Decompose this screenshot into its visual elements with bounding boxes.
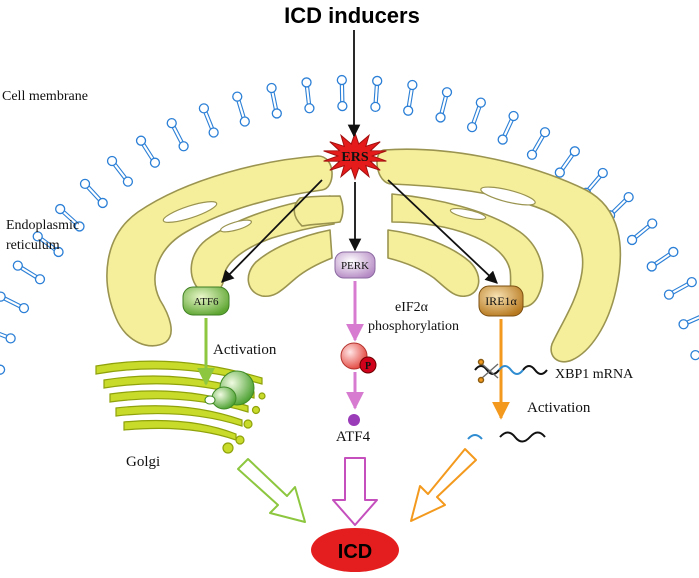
phospholipid bbox=[370, 75, 383, 113]
golgi-apparatus bbox=[95, 360, 266, 454]
golgi-label: Golgi bbox=[126, 454, 160, 470]
atf4-label: ATF4 bbox=[336, 429, 371, 445]
ire1a-label: IRE1α bbox=[485, 294, 517, 308]
phosphate-label: P bbox=[365, 361, 371, 372]
atf4-dot bbox=[348, 414, 360, 426]
golgi-cisterna bbox=[95, 360, 263, 385]
golgi-vesicle bbox=[235, 435, 245, 445]
phospholipid bbox=[336, 74, 348, 112]
atf4-to-icd-arrow bbox=[332, 457, 378, 526]
golgi-vesicle bbox=[222, 442, 234, 454]
spliced-xbp1-mrna bbox=[467, 431, 546, 443]
phospholipid bbox=[301, 77, 315, 114]
icd-inducers-title: ICD inducers bbox=[284, 3, 420, 28]
ers-burst: ERS bbox=[323, 131, 387, 181]
phospholipid bbox=[79, 178, 108, 209]
activation-right-label: Activation bbox=[527, 400, 591, 416]
golgi-to-icd-arrow bbox=[237, 458, 306, 523]
ire1a-protein bbox=[478, 285, 524, 317]
phospholipid bbox=[106, 155, 134, 187]
xbp1-to-icd-arrow bbox=[410, 448, 477, 522]
phospholipid bbox=[646, 246, 679, 272]
scissors-icon bbox=[477, 358, 499, 384]
phospholipid bbox=[0, 331, 16, 344]
cleaved-atf6 bbox=[204, 370, 255, 410]
phospholipid bbox=[435, 87, 453, 123]
phosphate-group bbox=[359, 356, 377, 374]
phospholipid bbox=[166, 117, 189, 152]
ers-to-atf6-arrow bbox=[221, 179, 323, 283]
er-label-line1: Endoplasmic bbox=[6, 218, 79, 233]
icd-label: ICD bbox=[338, 541, 372, 563]
phospholipid bbox=[55, 203, 85, 232]
phospholipid bbox=[0, 364, 6, 375]
phospholipid bbox=[0, 291, 30, 314]
er-lumen-gaps bbox=[162, 186, 536, 233]
perk-label: PERK bbox=[341, 260, 369, 272]
er-label-line2: reticulum bbox=[6, 238, 60, 253]
golgi-vesicle bbox=[243, 419, 253, 429]
phospholipid bbox=[403, 79, 418, 116]
phospholipid bbox=[554, 146, 580, 178]
xbp1-mrna-label: XBP1 mRNA bbox=[555, 367, 634, 382]
phospholipid bbox=[12, 260, 46, 285]
golgi-cisterna bbox=[115, 405, 243, 427]
golgi-cisterna bbox=[109, 390, 249, 413]
cell-membrane-label: Cell membrane bbox=[2, 89, 88, 104]
phospholipid bbox=[466, 97, 486, 133]
golgi-cisterna bbox=[103, 375, 255, 399]
phospholipid bbox=[690, 349, 699, 361]
phospholipid bbox=[678, 315, 699, 330]
eif2a-label-line2: phosphorylation bbox=[368, 319, 459, 334]
atf6-protein bbox=[182, 286, 230, 316]
phospholipid bbox=[663, 276, 697, 300]
perk-protein bbox=[334, 251, 376, 279]
golgi-vesicle bbox=[258, 392, 266, 400]
phospholipid bbox=[526, 127, 551, 160]
icd-outcome bbox=[311, 528, 399, 572]
atf6-label: ATF6 bbox=[193, 296, 219, 308]
activation-left-label: Activation bbox=[213, 342, 277, 358]
phospholipid bbox=[135, 135, 161, 168]
phospholipid bbox=[497, 110, 519, 145]
golgi-vesicle bbox=[251, 405, 261, 415]
xbp1-mrna-strand bbox=[474, 365, 548, 375]
phospholipid bbox=[232, 91, 250, 127]
ers-to-ire1a-arrow bbox=[387, 179, 498, 284]
phospholipid bbox=[626, 218, 658, 246]
phospholipid bbox=[198, 103, 219, 138]
phospholipid bbox=[32, 231, 64, 258]
eif2a-label-line1: eIF2α bbox=[395, 300, 429, 315]
golgi-cisterna bbox=[123, 419, 237, 441]
phospholipid bbox=[266, 82, 282, 119]
cell-membrane-bilayer bbox=[0, 74, 699, 375]
ers-label: ERS bbox=[341, 150, 368, 165]
